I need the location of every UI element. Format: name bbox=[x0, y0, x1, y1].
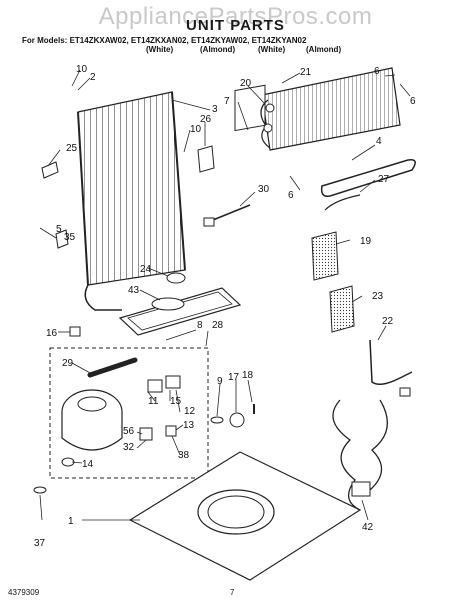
callout-label: 5 bbox=[56, 224, 62, 235]
model-list: For Models: ET14ZKXAW02, ET14ZKXAN02, ET… bbox=[22, 36, 306, 45]
grommet-17 bbox=[229, 412, 245, 428]
thermostat-wire bbox=[324, 194, 361, 211]
relay bbox=[147, 379, 163, 393]
wiring-harness bbox=[332, 387, 411, 511]
model-color-white-1: (White) bbox=[146, 45, 174, 54]
callout-label: 10 bbox=[190, 124, 202, 135]
callout-label: 56 bbox=[123, 426, 135, 437]
callout-label: 28 bbox=[212, 320, 224, 331]
callout-label: 37 bbox=[34, 538, 46, 549]
callout-label: 7 bbox=[224, 96, 230, 107]
callout-label: 29 bbox=[62, 358, 74, 369]
leader-lines bbox=[39, 69, 411, 521]
clip-37 bbox=[33, 486, 47, 494]
callout-label: 12 bbox=[184, 406, 196, 417]
callout-label: 15 bbox=[170, 396, 182, 407]
callout-label: 13 bbox=[183, 420, 195, 431]
defrost-heater bbox=[320, 158, 416, 198]
wire-harness bbox=[207, 204, 251, 223]
model-color-almond-2: (Almond) bbox=[306, 45, 342, 54]
callout-label: 42 bbox=[362, 522, 374, 533]
compressor bbox=[61, 357, 138, 451]
callout-label: 43 bbox=[128, 285, 140, 296]
watermark: AppliancePartsPros.com bbox=[98, 3, 373, 30]
callout-label: 14 bbox=[82, 459, 94, 470]
callout-label: 17 bbox=[228, 372, 240, 383]
bracket-25 bbox=[41, 161, 59, 179]
callout-numbers: 10 2 3 25 26 10 6 20 21 7 6 4 27 6 30 19… bbox=[34, 64, 416, 549]
callout-label: 26 bbox=[200, 114, 212, 125]
drain-pan bbox=[118, 272, 242, 336]
harness-connector bbox=[203, 217, 215, 227]
compressor-assembly-box bbox=[49, 347, 209, 479]
callout-label: 16 bbox=[46, 328, 58, 339]
callout-label: 22 bbox=[382, 316, 394, 327]
callout-label: 4 bbox=[376, 136, 382, 147]
washer bbox=[210, 416, 224, 424]
document-number: 4379309 bbox=[8, 588, 40, 597]
callout-label: 24 bbox=[140, 264, 152, 275]
bracket-16 bbox=[69, 326, 81, 337]
callout-label: 19 bbox=[360, 236, 372, 247]
callout-label: 8 bbox=[197, 320, 203, 331]
callout-label: 11 bbox=[148, 396, 159, 407]
overload bbox=[165, 375, 181, 389]
callout-label: 23 bbox=[372, 291, 384, 302]
callout-label: 27 bbox=[378, 174, 390, 185]
callout-label: 32 bbox=[123, 442, 135, 453]
model-color-almond-1: (Almond) bbox=[200, 45, 236, 54]
callout-label: 20 bbox=[240, 78, 252, 89]
callout-label: 1 bbox=[68, 516, 74, 527]
callout-label: 6 bbox=[374, 66, 380, 77]
bracket-26 bbox=[197, 145, 215, 173]
callout-label: 2 bbox=[90, 72, 96, 83]
callout-label: 6 bbox=[410, 96, 416, 107]
callout-label: 25 bbox=[66, 143, 78, 154]
callout-label: 21 bbox=[300, 67, 312, 78]
callout-label: 10 bbox=[76, 64, 88, 75]
callout-label: 3 bbox=[212, 104, 218, 115]
tube bbox=[369, 339, 413, 385]
page-number: 7 bbox=[230, 588, 235, 597]
callout-label: 38 bbox=[178, 450, 190, 461]
condenser-coil bbox=[77, 91, 186, 311]
insulation-pad-19 bbox=[311, 231, 339, 281]
callout-label: 35 bbox=[64, 232, 76, 243]
page-title: UNIT PARTS bbox=[186, 17, 285, 34]
base-plate bbox=[128, 451, 362, 581]
clip bbox=[165, 425, 177, 437]
callout-label: 30 bbox=[258, 184, 270, 195]
bracket-35 bbox=[55, 229, 69, 249]
models-prefix: For Models: bbox=[22, 36, 68, 45]
callout-label: 6 bbox=[288, 190, 294, 201]
models-numbers: ET14ZKXAW02, ET14ZKXAN02, ET14ZKYAW02, E… bbox=[69, 36, 307, 45]
callout-label: 9 bbox=[217, 376, 223, 387]
model-color-white-2: (White) bbox=[258, 45, 286, 54]
callout-label: 18 bbox=[242, 370, 254, 381]
insulation-pad-23 bbox=[329, 285, 355, 333]
